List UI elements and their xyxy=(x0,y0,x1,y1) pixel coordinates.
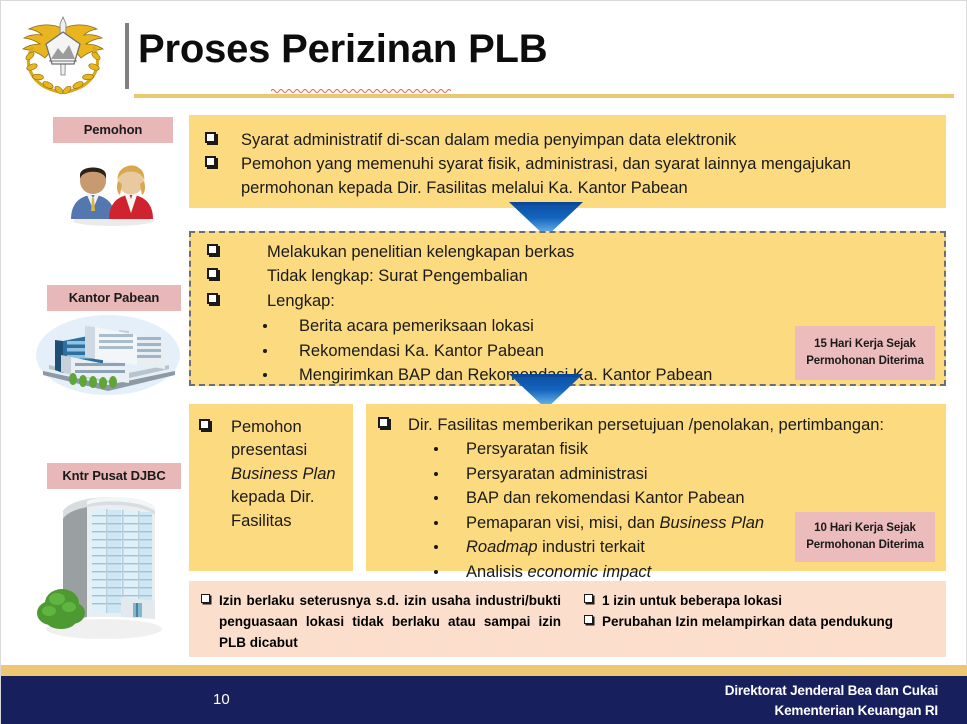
badge-line-1: 10 Hari Kerja Sejak xyxy=(814,522,916,535)
step2-sub-1: Rekomendasi Ka. Kantor Pabean xyxy=(299,341,544,360)
dot-bullet-icon xyxy=(434,569,438,574)
list-item: Pemohon yang memenuhi syarat fisik, admi… xyxy=(205,153,946,200)
list-item: Pemaparan visi, misi, dan Business Plan xyxy=(378,512,946,535)
kemenkeu-djbc-emblem-icon xyxy=(15,15,111,97)
lane-label-kntr-pusat-djbc: Kntr Pusat DJBC xyxy=(47,463,181,489)
footer-organization: Direktorat Jenderal Bea dan Cukai Kement… xyxy=(725,681,938,720)
checkbox-bullet-icon xyxy=(207,268,218,280)
dot-bullet-icon xyxy=(434,520,438,525)
step3-left-italic: Business Plan xyxy=(231,464,336,483)
list-item: Lengkap: xyxy=(207,290,944,313)
step3-left-plain-2: kepada Dir. Fasilitas xyxy=(231,488,315,530)
checkbox-bullet-icon xyxy=(205,132,216,143)
lane-label-kantor-pabean: Kantor Pabean xyxy=(47,285,181,311)
dot-bullet-icon xyxy=(434,471,438,476)
list-item: Mengirimkan BAP dan Rekomendasi Ka. Kant… xyxy=(207,364,944,387)
badge-line-2: Permohonan Diterima xyxy=(806,355,924,367)
spellcheck-squiggle xyxy=(270,80,452,93)
dot-bullet-icon xyxy=(263,324,267,329)
footer-gold-bar xyxy=(1,665,967,676)
step3-right-list: Dir. Fasilitas memberikan persetujuan /p… xyxy=(378,414,946,584)
step2-list: Melakukan penelitian kelengkapan berkas … xyxy=(207,241,944,388)
checkbox-bullet-icon xyxy=(199,419,210,430)
header-gold-rule xyxy=(134,94,954,98)
step3-left-plain-1: Pemohon presentasi xyxy=(231,418,308,460)
tower-building-icon xyxy=(29,491,179,641)
two-people-icon xyxy=(63,151,163,226)
flow-arrow-down-2 xyxy=(509,374,583,414)
dot-bullet-icon xyxy=(434,496,438,501)
sub-plain-1: Analisis xyxy=(466,562,528,581)
checkbox-bullet-icon xyxy=(584,615,593,624)
checkbox-bullet-icon xyxy=(207,244,218,255)
list-item: Berita acara pemeriksaan lokasi xyxy=(207,315,944,338)
footer-line-1: Direktorat Jenderal Bea dan Cukai xyxy=(724,683,938,698)
checkbox-bullet-icon xyxy=(201,594,210,603)
footer-line-2: Kementerian Keuangan RI xyxy=(774,702,939,718)
slide-header: Proses Perizinan PLB xyxy=(1,1,967,104)
step2-item-0: Melakukan penelitian kelengkapan berkas xyxy=(267,243,575,261)
sub-italic: economic impact xyxy=(527,562,652,581)
dot-bullet-icon xyxy=(434,447,438,452)
note-right-2: Perubahan Izin melampirkan data pendukun… xyxy=(584,612,934,633)
step1-box: Syarat administratif di-scan dalam media… xyxy=(189,115,946,208)
notes-box: Izin berlaku seterusnya s.d. izin usaha … xyxy=(189,581,946,657)
page-number: 10 xyxy=(213,691,230,708)
step3-left-box: Pemohon presentasi Business Plan kepada … xyxy=(189,404,353,571)
note-left: Izin berlaku seterusnya s.d. izin usaha … xyxy=(201,591,561,654)
status-badge-10-hari: 10 Hari Kerja Sejak Permohonan Diterima xyxy=(795,512,935,562)
dot-bullet-icon xyxy=(263,348,267,353)
list-item: Pemohon presentasi Business Plan kepada … xyxy=(199,416,353,533)
step2-sub-2: Mengirimkan BAP dan Rekomendasi Ka. Kant… xyxy=(299,366,713,385)
dot-bullet-icon xyxy=(434,545,438,550)
list-item: BAP dan rekomendasi Kantor Pabean xyxy=(378,487,946,510)
list-item: Roadmap industri terkait xyxy=(378,536,946,559)
step1-item-0: Syarat administratif di-scan dalam media… xyxy=(241,131,737,149)
sub-plain-2: industri terkait xyxy=(537,538,645,557)
checkbox-bullet-icon xyxy=(207,292,218,304)
status-badge-15-hari: 15 Hari Kerja Sejak Permohonan Diterima xyxy=(795,326,935,380)
list-item: Tidak lengkap: Surat Pengembalian xyxy=(207,265,944,288)
list-item: Syarat administratif di-scan dalam media… xyxy=(205,129,946,152)
page-title: Proses Perizinan PLB xyxy=(138,27,548,71)
list-item: Persyaratan fisik xyxy=(378,438,946,461)
title-divider xyxy=(125,23,129,89)
sub-italic: Roadmap xyxy=(466,538,538,557)
flow-arrow-down-1 xyxy=(509,202,583,242)
list-item: Rekomendasi Ka. Kantor Pabean xyxy=(207,340,944,363)
step3-right-heading: Dir. Fasilitas memberikan persetujuan /p… xyxy=(408,416,885,434)
footer-bar xyxy=(1,676,967,724)
step2-item-1: Tidak lengkap: Surat Pengembalian xyxy=(267,267,528,286)
dot-bullet-icon xyxy=(263,373,267,378)
list-item: Dir. Fasilitas memberikan persetujuan /p… xyxy=(378,414,946,437)
list-item: Persyaratan administrasi xyxy=(378,463,946,486)
step1-item-1: Pemohon yang memenuhi syarat fisik, admi… xyxy=(241,155,851,197)
step2-sub-0: Berita acara pemeriksaan lokasi xyxy=(299,317,534,336)
sub-plain-1: Persyaratan fisik xyxy=(466,440,588,459)
step1-list: Syarat administratif di-scan dalam media… xyxy=(205,129,946,200)
list-item: Analisis economic impact xyxy=(378,561,946,584)
checkbox-bullet-icon xyxy=(205,156,216,168)
list-item: Melakukan penelitian kelengkapan berkas xyxy=(207,241,944,264)
checkbox-bullet-icon xyxy=(378,417,389,428)
lane-label-pemohon: Pemohon xyxy=(53,117,173,143)
badge-line-2: Permohonan Diterima xyxy=(806,539,924,551)
sub-plain-1: Persyaratan administrasi xyxy=(466,464,648,483)
badge-line-1: 15 Hari Kerja Sejak xyxy=(814,338,916,351)
sub-plain-1: Pemaparan visi, misi, dan xyxy=(466,513,660,532)
sub-plain-1: BAP dan rekomendasi Kantor Pabean xyxy=(466,489,745,508)
office-building-icon xyxy=(33,313,183,397)
step3-left-list: Pemohon presentasi Business Plan kepada … xyxy=(199,416,353,533)
step2-item-2: Lengkap: xyxy=(267,291,335,310)
checkbox-bullet-icon xyxy=(584,594,593,603)
sub-italic: Business Plan xyxy=(659,513,765,532)
note-right-1: 1 izin untuk beberapa lokasi xyxy=(584,591,934,612)
